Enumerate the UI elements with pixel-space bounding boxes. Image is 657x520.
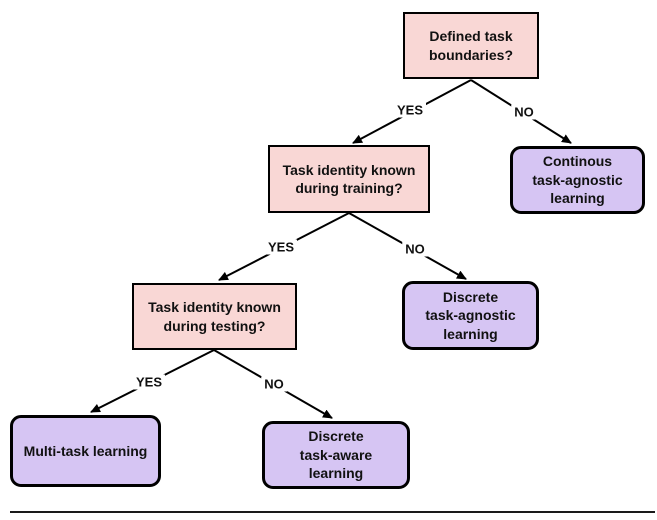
edge-label-training-yes: YES (264, 239, 298, 255)
footer-rule (10, 511, 655, 513)
node-discrete-task-agnostic-learning: Discrete task-agnostic learning (402, 281, 539, 350)
edge-label-training-no: NO (402, 241, 428, 257)
edge-label-boundaries-yes: YES (393, 102, 427, 118)
node-discrete-task-aware-learning: Discrete task-aware learning (262, 421, 410, 489)
edge-label-testing-yes: YES (132, 374, 166, 390)
node-continous-task-agnostic-learning: Continous task-agnostic learning (510, 146, 645, 214)
node-task-identity-training: Task identity known during training? (268, 145, 430, 213)
node-task-identity-testing: Task identity known during testing? (132, 283, 297, 350)
node-defined-task-boundaries: Defined task boundaries? (403, 12, 539, 79)
edge-label-testing-no: NO (261, 376, 287, 392)
node-multi-task-learning: Multi-task learning (10, 415, 161, 487)
edge-label-boundaries-no: NO (511, 104, 537, 120)
